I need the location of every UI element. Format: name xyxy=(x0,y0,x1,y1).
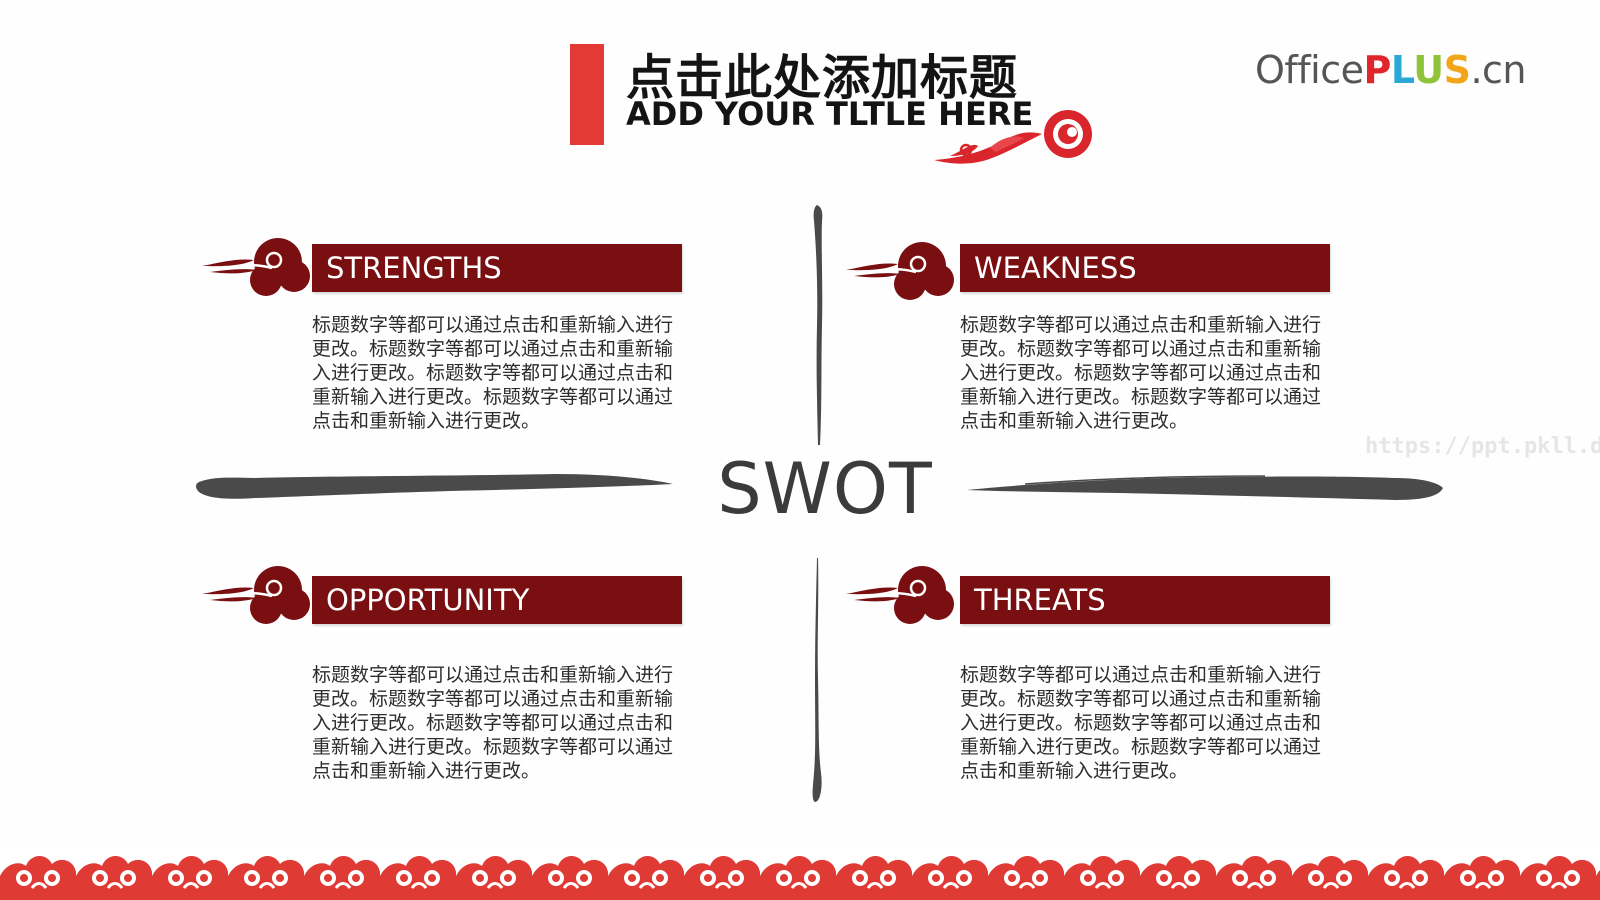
quadrant-header-threats[interactable]: THREATS xyxy=(960,576,1330,624)
cloud-pattern-border xyxy=(0,846,1600,900)
swot-center-label[interactable]: SWOT xyxy=(717,448,933,530)
cloud-icon xyxy=(202,238,310,296)
title-accent-bar xyxy=(570,44,604,145)
quadrant-header-opportunity[interactable]: OPPORTUNITY xyxy=(312,576,682,624)
slide-title-cn[interactable]: 点击此处添加标题 xyxy=(626,50,1019,106)
ink-stroke-horizontal-left xyxy=(196,474,673,499)
quadrant-header-strengths[interactable]: STRENGTHS xyxy=(312,244,682,292)
ink-stroke-horizontal-right xyxy=(967,475,1443,500)
cloud-icon xyxy=(846,242,954,300)
quadrant-body-weakness[interactable]: 标题数字等都可以通过点击和重新输入进行更改。标题数字等都可以通过点击和重新输入进… xyxy=(960,314,1322,432)
watermark-url: https://ppt.pkll.de xyxy=(1365,434,1600,459)
ink-stroke-vertical-bottom xyxy=(812,558,822,802)
slide-title-en[interactable]: ADD YOUR TLTLE HERE xyxy=(626,95,1034,133)
ink-stroke-vertical-top xyxy=(813,205,823,445)
quadrant-body-strengths[interactable]: 标题数字等都可以通过点击和重新输入进行更改。标题数字等都可以通过点击和重新输入进… xyxy=(312,314,674,432)
quadrant-body-opportunity[interactable]: 标题数字等都可以通过点击和重新输入进行更改。标题数字等都可以通过点击和重新输入进… xyxy=(312,664,674,782)
cloud-icon xyxy=(202,566,310,624)
officeplus-logo: OfficePLUS.cn xyxy=(1255,48,1527,92)
cloud-icon xyxy=(846,566,954,624)
quadrant-body-threats[interactable]: 标题数字等都可以通过点击和重新输入进行更改。标题数字等都可以通过点击和重新输入进… xyxy=(960,664,1322,782)
quadrant-header-weakness[interactable]: WEAKNESS xyxy=(960,244,1330,292)
cloud-swirl-icon xyxy=(934,110,1092,164)
